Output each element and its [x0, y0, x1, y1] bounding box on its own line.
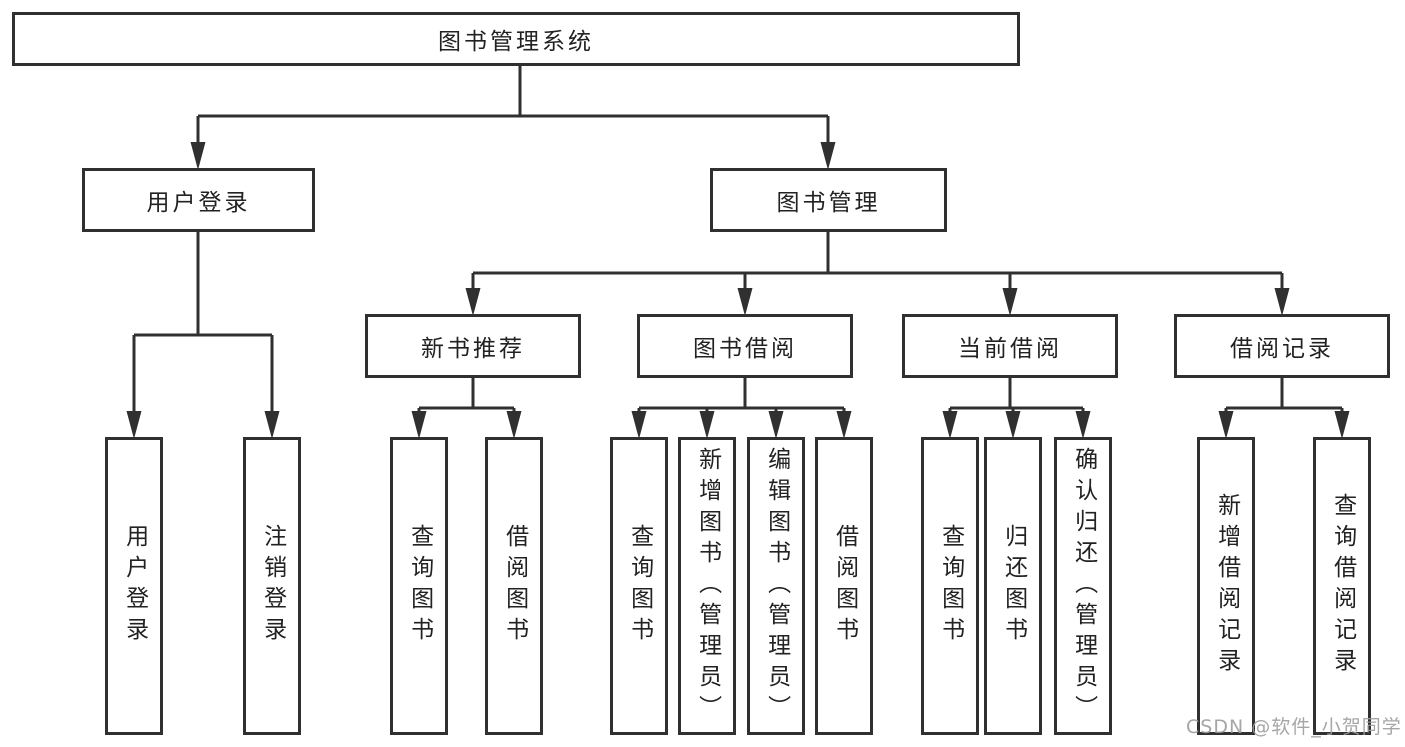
- leaf-query-books-2-label: 查询图书: [626, 524, 653, 648]
- leaf-add-borrow-record-label: 新增借阅记录: [1213, 493, 1240, 679]
- node-borrowing-records: 借阅记录: [1174, 314, 1390, 378]
- leaf-add-books-admin: 新增图书（管理员）: [678, 437, 736, 735]
- node-new-book-recommend: 新书推荐: [365, 314, 581, 378]
- node-user-login: 用户登录: [82, 168, 315, 232]
- node-borrowing-records-label: 借阅记录: [1230, 336, 1334, 362]
- leaf-query-books-3-label: 查询图书: [937, 524, 964, 648]
- connector-borrowing-records-branch: [1218, 378, 1350, 439]
- leaf-borrow-books-2: 借阅图书: [815, 437, 873, 735]
- node-book-borrowing-label: 图书借阅: [693, 336, 797, 362]
- node-root-label: 图书管理系统: [438, 29, 594, 55]
- csdn-watermark: CSDN @软件_小贺同学: [1186, 716, 1402, 738]
- leaf-logout-label: 注销登录: [259, 524, 286, 648]
- connector-user-login-branch: [126, 232, 280, 439]
- leaf-user-login-label: 用户登录: [121, 524, 148, 648]
- leaf-query-books-3: 查询图书: [921, 437, 979, 735]
- connector-root-to-level2: [190, 66, 836, 170]
- leaf-query-borrow-record: 查询借阅记录: [1313, 437, 1371, 735]
- leaf-edit-books-admin-label: 编辑图书（管理员）: [763, 446, 790, 726]
- leaf-user-login: 用户登录: [105, 437, 163, 735]
- leaf-query-books-1-label: 查询图书: [406, 524, 433, 648]
- node-root: 图书管理系统: [12, 12, 1020, 66]
- leaf-logout: 注销登录: [243, 437, 301, 735]
- leaf-return-books: 归还图书: [984, 437, 1042, 735]
- node-book-management-label: 图书管理: [776, 190, 881, 216]
- leaf-borrow-books-2-label: 借阅图书: [831, 524, 858, 648]
- node-current-borrowing: 当前借阅: [902, 314, 1118, 378]
- leaf-confirm-return-admin-label: 确认归还（管理员）: [1070, 446, 1097, 726]
- node-book-management: 图书管理: [710, 168, 947, 232]
- leaf-query-books-1: 查询图书: [390, 437, 448, 735]
- leaf-add-borrow-record: 新增借阅记录: [1197, 437, 1255, 735]
- leaf-edit-books-admin: 编辑图书（管理员）: [747, 437, 805, 735]
- node-current-borrowing-label: 当前借阅: [958, 336, 1062, 362]
- node-new-book-recommend-label: 新书推荐: [421, 336, 525, 362]
- connector-book-management-branch: [465, 232, 1290, 316]
- connector-new-book-recommend-branch: [411, 378, 522, 439]
- node-book-borrowing: 图书借阅: [637, 314, 853, 378]
- leaf-borrow-books-1: 借阅图书: [485, 437, 543, 735]
- leaf-return-books-label: 归还图书: [1000, 524, 1027, 648]
- leaf-confirm-return-admin: 确认归还（管理员）: [1054, 437, 1112, 735]
- leaf-query-borrow-record-label: 查询借阅记录: [1329, 493, 1356, 679]
- node-user-login-label: 用户登录: [146, 190, 251, 216]
- leaf-add-books-admin-label: 新增图书（管理员）: [694, 446, 721, 726]
- connector-current-borrowing-branch: [942, 378, 1091, 439]
- connector-book-borrowing-branch: [631, 378, 852, 439]
- leaf-query-books-2: 查询图书: [610, 437, 668, 735]
- leaf-borrow-books-1-label: 借阅图书: [501, 524, 528, 648]
